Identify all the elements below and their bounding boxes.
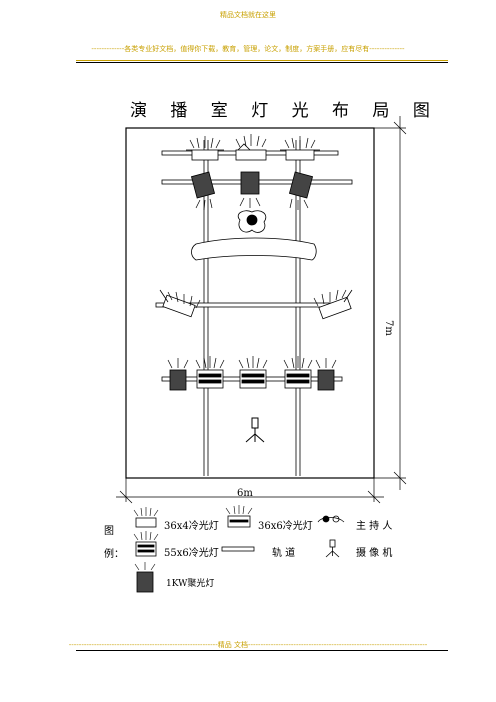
studio-outline <box>125 127 375 479</box>
row4-light-1 <box>195 356 225 389</box>
legend-icons <box>133 505 345 593</box>
header-rule-2 <box>76 62 448 63</box>
legend-icon-36x6 <box>225 505 253 528</box>
footer-rule <box>76 650 448 651</box>
row1-light-1 <box>186 136 224 161</box>
legend-icon-track <box>221 546 255 552</box>
spotlight-2 <box>239 171 261 208</box>
row1-lights <box>186 134 320 161</box>
row1-light-2 <box>235 134 267 161</box>
host-desk <box>191 237 317 261</box>
spotlight-1 <box>190 171 216 211</box>
legend-item-36x6: 36x6冷光灯 <box>258 521 313 532</box>
dim-height-tick-top <box>393 121 407 135</box>
legend-icon-camera <box>325 539 340 558</box>
spotlight-3 <box>288 171 314 210</box>
legend-heading-2: 例： <box>104 549 124 560</box>
row4-lights <box>167 356 337 391</box>
legend-item-camera: 摄 像 机 <box>356 548 393 559</box>
legend-icon-36x4 <box>133 507 159 528</box>
side-light-left <box>159 289 201 318</box>
legend-heading-1: 图 <box>104 526 114 537</box>
legend-item-host: 主 持 人 <box>356 521 393 532</box>
host <box>237 210 267 233</box>
header-subtitle: -------------各类专业好文档，值得你下载，教育，管理，论文，制度，方… <box>91 45 405 53</box>
camera <box>245 417 265 443</box>
dim-width-tick-right <box>367 490 381 504</box>
footer-text: ----------------------------------------… <box>68 641 428 649</box>
row4-light-3 <box>283 356 313 389</box>
dim-height-tick-bottom <box>393 471 407 485</box>
width-dim-label: 6m <box>237 488 253 499</box>
legend-item-track: 轨 道 <box>272 548 296 559</box>
legend-item-55x6: 55x6冷光灯 <box>164 548 219 559</box>
legend-icon-1kw <box>134 562 156 593</box>
row3-lights <box>159 289 353 320</box>
header-rule <box>76 60 448 61</box>
legend-item-36x4: 36x4冷光灯 <box>164 521 219 532</box>
height-dim-label: 7m <box>383 320 394 336</box>
row4-spot-left <box>167 358 189 391</box>
row4-light-2 <box>238 356 268 389</box>
header-top: 精品文档就在这里 <box>220 11 276 19</box>
page-title: 演 播 室 灯 光 布 局 图 <box>130 101 439 121</box>
row4-spot-right <box>315 358 337 391</box>
side-light-right <box>313 289 353 320</box>
legend-icon-55x6 <box>133 531 159 557</box>
row1-light-3 <box>280 136 320 161</box>
legend-item-1kw: 1KW聚光灯 <box>166 579 215 589</box>
dim-width-tick-left <box>119 490 133 504</box>
legend-icon-host <box>317 515 345 523</box>
row2-spotlights <box>190 171 314 211</box>
